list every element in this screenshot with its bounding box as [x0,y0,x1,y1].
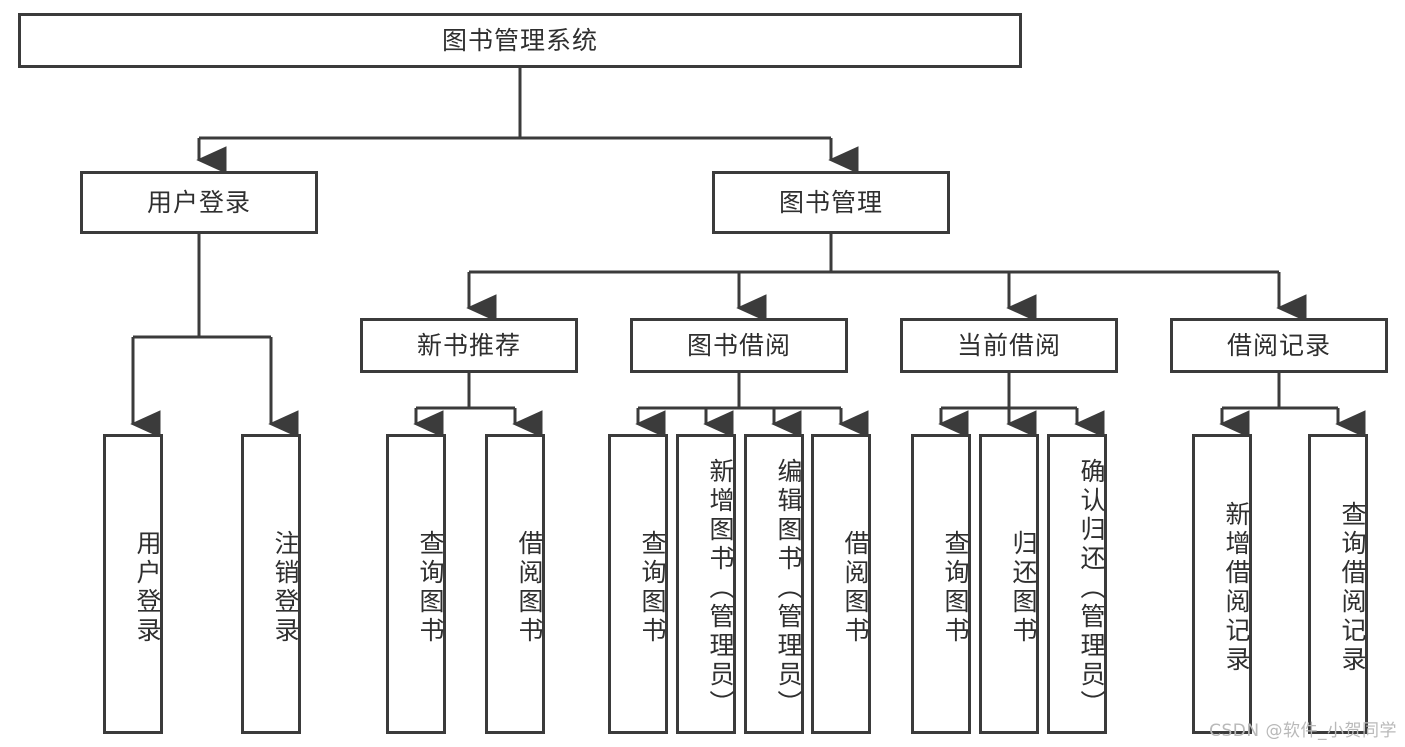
leaf-borrow-edit-book-admin[interactable]: 编辑图书（管理员） [744,434,804,734]
leaf-current-return-book[interactable]: 归还图书 [979,434,1039,734]
node-new-book-recommend[interactable]: 新书推荐 [360,318,578,373]
leaf-borrow-borrow-book[interactable]: 借阅图书 [811,434,871,734]
leaf-user-login-login[interactable]: 用户登录 [103,434,163,734]
node-book-borrow[interactable]: 图书借阅 [630,318,848,373]
leaf-current-confirm-return-admin[interactable]: 确认归还（管理员） [1047,434,1107,734]
node-book-management[interactable]: 图书管理 [712,171,950,234]
leaf-records-query-record[interactable]: 查询借阅记录 [1308,434,1368,734]
leaf-borrow-query-book[interactable]: 查询图书 [608,434,668,734]
node-user-login[interactable]: 用户登录 [80,171,318,234]
node-root-system[interactable]: 图书管理系统 [18,13,1022,68]
leaf-records-add-record[interactable]: 新增借阅记录 [1192,434,1252,734]
node-borrow-records[interactable]: 借阅记录 [1170,318,1388,373]
leaf-current-query-book[interactable]: 查询图书 [911,434,971,734]
leaf-user-login-logout[interactable]: 注销登录 [241,434,301,734]
leaf-recommend-query-book[interactable]: 查询图书 [386,434,446,734]
csdn-watermark: CSDN @软件_小贺同学 [1209,721,1397,741]
node-current-borrow[interactable]: 当前借阅 [900,318,1118,373]
leaf-borrow-add-book-admin[interactable]: 新增图书（管理员） [676,434,736,734]
leaf-recommend-borrow-book[interactable]: 借阅图书 [485,434,545,734]
